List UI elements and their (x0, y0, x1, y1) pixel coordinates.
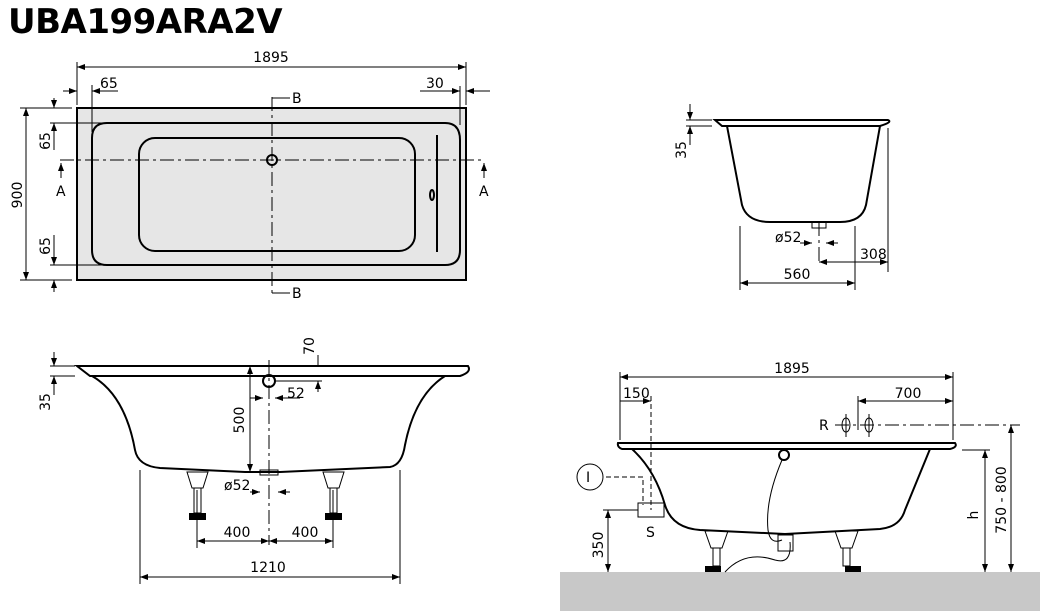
dim-length: 1895 (774, 361, 810, 377)
section-a-label-right: A (479, 184, 489, 200)
dim-depth: 500 (232, 407, 248, 434)
section-a-view: 35 70 500 52 ø52 400 400 1210 (38, 337, 470, 584)
rim-profile (712, 119, 891, 127)
section-b-label-top: B (292, 91, 302, 107)
dim-install-height: 750 - 800 (994, 466, 1010, 533)
dim-length: 1895 (253, 50, 289, 66)
overflow-pipe (767, 459, 783, 542)
tub-profile (726, 125, 881, 223)
foot-left (704, 530, 729, 572)
trap (777, 534, 794, 552)
product-code-title: UBA199ARA2V (8, 2, 283, 42)
rim-profile (74, 365, 470, 377)
top-view: 1895 65 30 900 65 65 A A B B (10, 50, 490, 302)
tub-profile (91, 375, 446, 473)
dim-foot-left: 400 (224, 525, 251, 541)
dim-rim-height: 35 (674, 141, 690, 159)
dim-drain-offset: 308 (860, 247, 887, 263)
section-b-label-bottom: B (292, 286, 302, 302)
dim-rim-height: 35 (38, 393, 54, 411)
dim-overflow-offset: 70 (302, 337, 318, 355)
tap-label: R (819, 418, 829, 434)
dim-supply-offset: 150 (623, 386, 650, 402)
dim-width: 900 (10, 182, 26, 209)
dim-drain-diameter: ø52 (775, 230, 801, 246)
floor (560, 572, 1040, 611)
section-a-label-left: A (56, 184, 66, 200)
overflow-hole (429, 189, 435, 201)
foot-right (834, 530, 861, 572)
tub-profile (631, 448, 931, 536)
dim-foot-right: 400 (292, 525, 319, 541)
dim-rim-right: 30 (426, 76, 444, 92)
supply-label: S (646, 525, 655, 541)
dim-supply-height: 350 (591, 532, 607, 559)
dim-drain-diameter: ø52 (224, 478, 250, 494)
inlet-marker-label: I (586, 470, 590, 486)
installation-view: 1895 150 700 R h 750 - 800 I 350 S (560, 361, 1040, 611)
height-label: h (966, 511, 982, 520)
tub-floor-outline (138, 137, 416, 252)
dim-rim-top: 65 (38, 132, 54, 150)
inlet-marker-circle (576, 463, 604, 491)
dim-rim-left: 65 (100, 76, 118, 92)
dim-foot-span: 1210 (250, 560, 286, 576)
trap-pipe (724, 541, 791, 573)
section-b-view: 35 ø52 308 560 (674, 104, 891, 290)
rim-profile (616, 442, 957, 450)
dim-tap-offset: 700 (895, 386, 922, 402)
rim-inner-edge (91, 122, 461, 266)
dim-rim-bottom: 65 (38, 237, 54, 255)
dim-overflow-diameter: 52 (287, 386, 305, 402)
dim-bottom-width: 560 (784, 267, 811, 283)
overflow (778, 449, 790, 461)
